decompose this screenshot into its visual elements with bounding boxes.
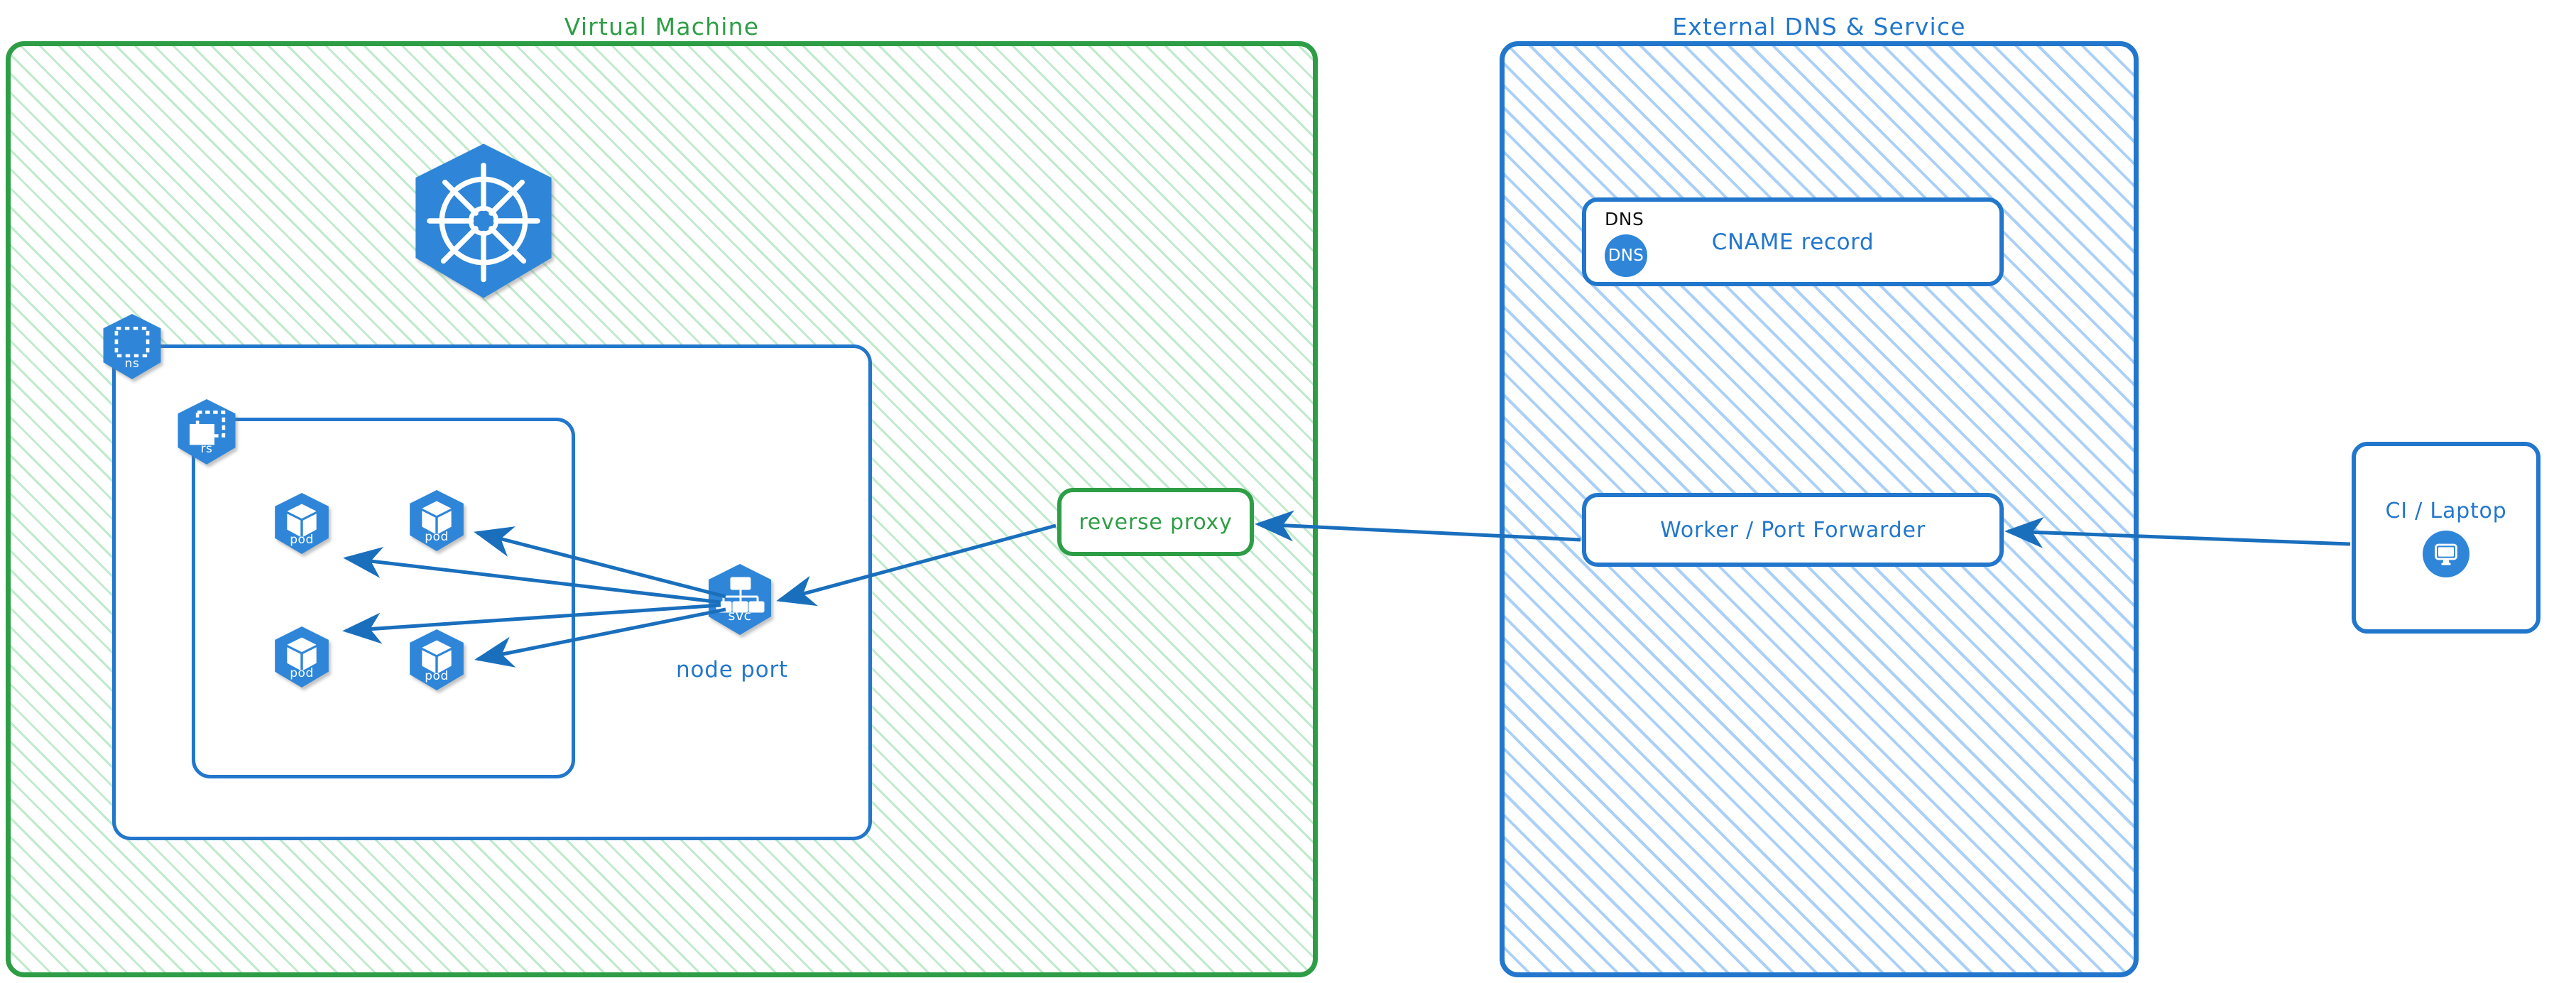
dns-icon: DNS [1605, 234, 1647, 277]
dns-cname-card[interactable]: DNS DNS CNAME record [1582, 197, 2004, 286]
dns-kind-label: DNS [1605, 209, 1644, 229]
client-label: CI / Laptop [2385, 498, 2507, 523]
cname-record-label: CNAME record [1711, 229, 1874, 255]
reverse-proxy-label: reverse proxy [1079, 509, 1233, 535]
pod-icon-2: pod [406, 489, 467, 553]
desktop-monitor-icon [2423, 530, 2469, 577]
client-node[interactable]: CI / Laptop [2352, 442, 2540, 634]
service-icon: svc [704, 563, 775, 636]
zone-virtual-machine-title: Virtual Machine [564, 13, 760, 40]
replicaset-icon: rs [174, 398, 239, 466]
reverse-proxy-node[interactable]: reverse proxy [1057, 488, 1254, 556]
worker-port-forwarder-label: Worker / Port Forwarder [1660, 517, 1926, 543]
node-port-label: node port [676, 657, 788, 683]
replicaset-group-box [192, 418, 575, 778]
pod-icon-1: pod [271, 492, 332, 555]
zone-external-dns-service-title: External DNS & Service [1672, 13, 1966, 40]
pod-icon-3: pod [271, 625, 332, 689]
namespace-icon: ns [99, 313, 165, 381]
kubernetes-logo-icon [406, 141, 561, 301]
worker-port-forwarder-node[interactable]: Worker / Port Forwarder [1582, 493, 2004, 567]
pod-icon-4: pod [406, 628, 467, 692]
